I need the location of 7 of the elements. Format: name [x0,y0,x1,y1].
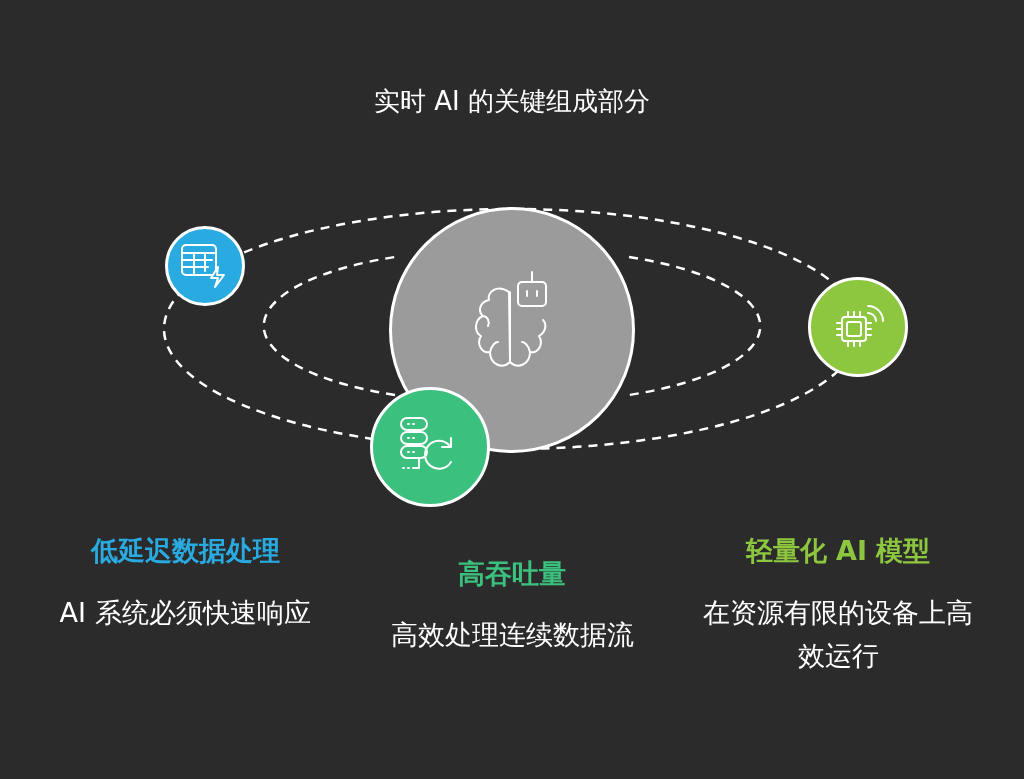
feature-description: 在资源有限的设备上高效运行 [702,596,974,673]
feature-description: AI 系统必须快速响应 [58,596,312,630]
feature-heading: 低延迟数据处理 [89,534,281,568]
feature-description: 高效处理连续数据流 [389,618,635,652]
title: 实时 AI 的关键组成部分 [373,85,651,118]
feature-heading: 轻量化 AI 模型 [744,534,932,568]
feature-heading: 高吞吐量 [457,557,567,591]
